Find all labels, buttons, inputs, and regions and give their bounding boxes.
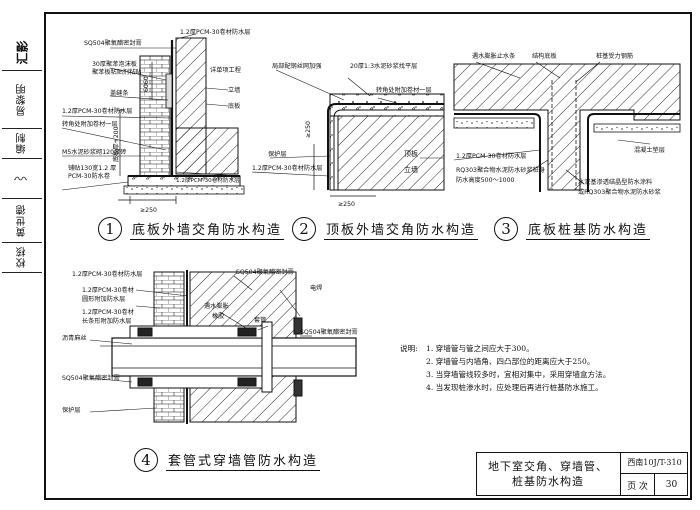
fig2-dim-a: ≥250 [305,121,312,138]
fig3-label-rq-1: RQ303聚合物水泥防水砂浆桩身 [456,166,545,174]
fig1-dim-200: 底板厚+200 [112,126,120,162]
title-block-name: 地下室交角、穿墙管、 桩基防水构造 [476,452,621,496]
fig1-label-pcm-mid: 1.2厚PCM-30卷材防水层 [62,107,132,115]
fig2-label-screed: 20厚1:3水泥砂浆找平层 [350,62,417,70]
fig2-title: 顶板外墙交角防水构造 [324,219,479,240]
fig1-label-backfill: 详单项工程 [210,66,241,74]
fig4-label-pcm-round-2: 圆形附加防水层 [82,295,125,303]
fig3-drawing [453,61,681,192]
fig1-label-pcm-bot: 1.2厚PCM-30卷材防水层 [176,176,240,184]
fig3-label-slab: 结构底板 [532,52,557,60]
fig1-label-floor: 底板 [228,102,240,110]
fig2-label-roof: 顶板 [404,149,418,158]
fig1-label-pave-2: PCM-30防水卷 [68,172,111,180]
fig2-label-protect: 保护层 [268,150,287,158]
note-item: 4. 当发现桩渗水时，应处理后再进行桩基防水施工。 [426,383,603,392]
drawing-code: 西南10J/T-310 [621,452,688,474]
fig4-labels: 1.2厚PCM-30卷材防水层 1.2厚PCM-30卷材 圆形附加防水层 1.2… [62,268,358,414]
title-line-2: 桩基防水构造 [512,475,584,488]
title-block: 地下室交角、穿墙管、 桩基防水构造 西南10J/T-310 页 次 30 [476,452,688,496]
page-number: 30 [665,480,678,490]
fig4-label-pcm-strip-2: 长条形附加防水层 [82,317,132,325]
page-label: 页 次 [621,474,655,496]
fig3-number: 3 [494,217,518,241]
note-item: 1. 穿墙管与管之间应大于300。 [426,344,534,353]
fig1-label-sq504: SQ504聚氧醋密封膏 [84,39,142,47]
fig3-caption: 3 底板桩基防水构造 [494,217,651,241]
fig4-label-swell-2: 橡胶 [212,312,224,320]
fig1-labels: SQ504聚氧醋密封膏 1.2厚PCM-30卷材防水层 30厚聚苯泡沫板 聚苯板… [62,28,250,214]
signature-sidebar: 汇影 易黎明 编制 〰 黄世德 校核 [2,34,42,496]
fig3-label-cushion: 混凝土垫层 [634,146,665,154]
fig3-label-rebar: 桩基受力钢筋 [596,52,633,60]
fig4-caption: 4 套管式穿墙管防水构造 [134,448,321,472]
sidebar-cell-compile: 编制 [2,128,42,159]
fig3-label-swell: 遇水膨胀止水条 [472,52,515,60]
fig4-number: 4 [134,448,158,472]
fig1-label-pcm-top: 1.2厚PCM-30卷材防水层 [180,28,250,36]
fig4-label-swell-1: 遇水膨胀 [204,302,229,310]
fig1-label-seal-strip: 盖缝条 [110,89,129,97]
sidebar-cell-signature: 〰 [2,158,42,199]
note-item: 2. 穿墙管与内墙角、四凸部位的距离应大于250。 [426,357,595,366]
drawing-frame [44,12,692,500]
fig2-caption: 2 顶板外墙交角防水构造 [292,217,479,241]
fig4-label-sq504-right: SQ504聚氧醋密封膏 [300,328,358,336]
fig4-label-sq504-left: SQ504聚氧醋密封膏 [62,374,120,382]
fig4-label-pcm-top: 1.2厚PCM-30卷材防水层 [72,270,142,278]
fig4-label-asphalt: 沥青麻丝 [62,334,87,342]
fig2-label-wall: 立墙 [404,165,418,174]
fig1-drawing [61,33,245,204]
fig3-labels: 遇水膨胀止水条 结构底板 桩基受力钢筋 1.2厚PCM-30卷材防水层 混凝土垫… [456,52,665,196]
fig1-number: 1 [98,217,122,241]
fig1-label-brick: M5水泥砂浆砌120厚砖 [62,148,126,156]
sidebar-logo: 汇影 [2,34,42,71]
fig4-label-pcm-strip-1: 1.2厚PCM-30卷材 [82,308,134,316]
notes-heading: 说明: [400,344,418,353]
notes-block: 说明: 1. 穿墙管与管之间应大于300。 2. 穿墙管与内墙角、四凸部位的距离应… [400,342,610,394]
fig3-label-coat-2: 或RQ303聚合物水泥防水砂浆 [578,188,661,196]
fig3-label-coat-1: 水泥基渗透结晶型防水涂料 [578,178,652,186]
fig1-label-foam-2: 聚苯板粘贴剂粘贴 [92,68,142,76]
fig4-title: 套管式穿墙管防水构造 [166,450,321,471]
fig3-label-rq-2: 防水高度500～1000 [456,176,515,184]
sidebar-cell-name: 黄世德 [2,198,42,243]
fig2-labels: 局部配钢丝网加强 20厚1:3水泥砂浆找平层 转角处附加卷材一层 保护层 顶板 … [252,62,432,208]
fig3-label-pcm: 1.2厚PCM-30卷材防水层 [456,152,526,160]
fig2-dim-b: ≥250 [338,201,355,208]
fig4-label-pcm-round-1: 1.2厚PCM-30卷材 [82,286,134,294]
fig1-label-foam-1: 30厚聚苯泡沫板 [92,60,137,68]
page-cell: 页 次 30 [621,474,688,496]
fig4-label-sq504-top: SQ504聚氧醋密封膏 [236,268,294,276]
fig1-label-corner: 转角处附加卷材一层 [62,120,118,128]
fig2-label-corner: 转角处附加卷材一层 [376,86,432,94]
sidebar-cell-approver: 易黎明 [2,70,42,129]
title-line-1: 地下室交角、穿墙管、 [488,460,608,473]
fig3-title: 底板桩基防水构造 [526,219,651,240]
fig1-label-wall: 立墙 [228,86,240,94]
fig2-drawing [251,69,445,197]
fig4-drawing [89,270,357,424]
fig2-number: 2 [292,217,316,241]
fig2-label-steel: 局部配钢丝网加强 [272,62,322,70]
fig1-title: 底板外墙交角防水构造 [130,219,285,240]
sidebar-cell-check: 校核 [2,242,42,273]
fig1-caption: 1 底板外墙交角防水构造 [98,217,285,241]
note-item: 3. 当穿墙管线较多时，宜相对集中，采用穿墙盒方法。 [426,370,611,379]
fig4-label-protect: 保护层 [62,406,81,414]
fig4-label-weld: 电焊 [310,284,322,292]
fig1-dim-6060: 6060 [143,76,150,92]
fig4-label-sleeve: 套管 [254,316,266,324]
fig1-label-pave-1: 铺贴130宽1.2 厚 [68,164,116,172]
fig2-label-pcm: 1.2厚PCM-30卷材防水层 [252,164,322,172]
fig1-dim-250: ≥250 [140,207,157,214]
